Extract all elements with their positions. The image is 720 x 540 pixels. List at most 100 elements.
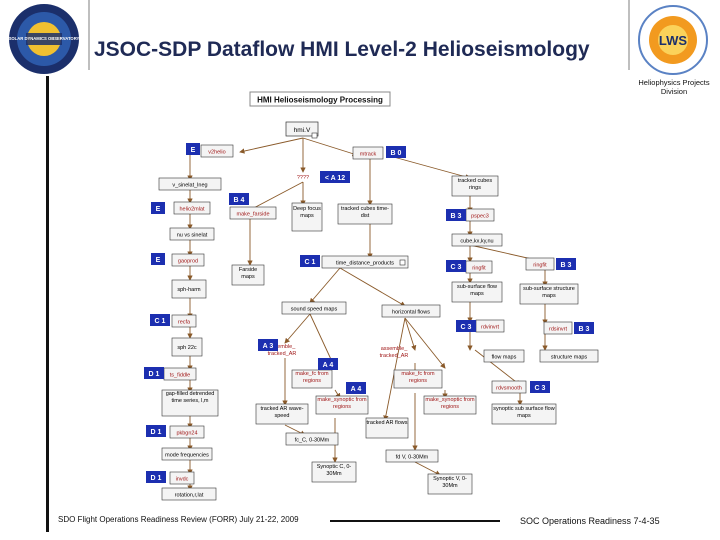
footer-review-label: SDO Flight Operations Readiness Review (… (58, 515, 299, 524)
node-box (291, 369, 333, 389)
node-synoptic-v: Synoptic V, 0-30Mm (433, 476, 467, 489)
tag-b0: B 0 (391, 150, 402, 157)
tag-c3-b: C 3 (461, 324, 472, 331)
tag-box (258, 339, 278, 351)
tag-a12: < A 12 (325, 175, 345, 182)
footer-divider (330, 520, 500, 522)
node-tracked-cubes-td: tracked cubes time-dist (341, 206, 389, 219)
tag-d1-b: D 1 (151, 429, 162, 436)
node-gaoprod: gaoprod (178, 259, 198, 265)
node-box (451, 233, 503, 247)
node-fd-v: fd V, 0-30Mm (396, 455, 429, 461)
node-box (169, 227, 215, 241)
node-ts-fiddle: ts_fiddle (170, 373, 191, 379)
tag-box (556, 258, 576, 270)
diagram-title: HMI Helioseismology Processing (257, 96, 383, 105)
tag-box (300, 255, 320, 267)
node-gapfilled: gap-filled detrended time series, l,m (165, 391, 215, 404)
tag-box (151, 202, 165, 214)
node-invdc: invdc (176, 477, 189, 483)
node-make-farside: make_farside (236, 212, 269, 218)
node-box (173, 201, 211, 215)
node-subsurface-struct: sub-surface structure maps (523, 286, 575, 299)
header-divider-right (628, 0, 630, 70)
node-box (393, 369, 443, 389)
tag-box (146, 425, 166, 437)
node-box (321, 255, 409, 269)
tag-a4-a: A 4 (323, 362, 334, 369)
node-rotation: rotation,r,lat (175, 493, 204, 499)
node-box (158, 177, 222, 191)
tag-d1-c: D 1 (151, 475, 162, 482)
node-sph-22: sph 22c (177, 345, 197, 351)
tag-box (456, 320, 476, 332)
tag-b4: B 4 (234, 197, 245, 204)
page-title: JSOC-SDP Dataflow HMI Level-2 Helioseism… (94, 38, 590, 61)
node-box (255, 403, 309, 425)
node-mtrack: mtrack (360, 152, 377, 158)
node-helio2mlat: helio2mlat (179, 207, 205, 213)
footer-slide-label: SOC Operations Readiness 7-4-35 (520, 516, 660, 526)
tag-e-2: E (156, 206, 161, 213)
tag-e-3: E (156, 257, 161, 264)
node-ringfit: ringfit (472, 266, 486, 272)
tag-c1-b: C 1 (155, 318, 166, 325)
node-assemble-a: assemble_ tracked_AR (267, 344, 297, 357)
node-unknown: ???? (297, 175, 309, 181)
tag-a4-b: A 4 (351, 386, 362, 393)
tag-c3-a: C 3 (451, 264, 462, 271)
node-box (171, 279, 207, 299)
node-box (231, 264, 265, 286)
node-box (169, 425, 205, 439)
node-box (427, 473, 473, 495)
node-sound-speed: sound speed maps (291, 307, 338, 313)
tag-box (318, 358, 338, 370)
left-accent-rule (46, 76, 49, 532)
tag-box (150, 314, 170, 326)
node-corner-marker (399, 259, 406, 266)
node-box (161, 447, 213, 461)
node-box (291, 202, 323, 232)
node-subsurface-flow: sub-surface flow maps (456, 284, 498, 297)
node-box (381, 304, 441, 318)
node-box (423, 395, 477, 415)
tag-box (151, 253, 165, 265)
node-synoptic-sub: synoptic sub surface flow maps (493, 406, 555, 419)
tag-a3: A 3 (263, 343, 274, 350)
tag-box (146, 471, 166, 483)
node-box (311, 461, 357, 483)
node-pspec: pspec3 (471, 214, 489, 220)
tag-d1-a: D 1 (149, 371, 160, 378)
node-box (385, 449, 439, 463)
node-box (229, 206, 277, 220)
tag-b3-a: B 3 (451, 213, 462, 220)
node-box (451, 175, 499, 197)
node-flow-maps: flow maps (492, 355, 517, 361)
tag-box (386, 146, 406, 158)
node-box (161, 389, 219, 417)
node-assemble-b: assemble_ tracked_AR (379, 346, 409, 359)
tag-box (446, 260, 466, 272)
node-box (171, 337, 203, 357)
diagram-title-box (249, 91, 391, 107)
node-farside-maps: Farside maps (238, 267, 258, 280)
tag-box (186, 143, 200, 155)
sdo-logo: SOLAR DYNAMICS OBSERVATORY (4, 2, 84, 76)
header-divider-left (88, 0, 90, 70)
node-box (200, 144, 234, 158)
node-box (161, 487, 217, 501)
node-make-synoptic-a: make_synoptic from regions (317, 397, 367, 410)
node-box (539, 349, 599, 363)
node-rdvsmooth: rdvsmooth (496, 386, 522, 392)
process-nodes: hmi.V v2helio v_sinelat_lneg helio2mlat … (158, 121, 599, 501)
node-box (483, 349, 525, 363)
node-box (365, 417, 409, 439)
node-box (171, 253, 205, 267)
node-hmi-v: hmi.V (294, 127, 311, 134)
tag-box (144, 367, 164, 379)
tag-b3-b: B 3 (561, 262, 572, 269)
node-corner-marker (311, 132, 318, 139)
node-ringfit-2: ringfit (533, 263, 547, 269)
tag-box (446, 209, 466, 221)
node-box (491, 380, 527, 394)
